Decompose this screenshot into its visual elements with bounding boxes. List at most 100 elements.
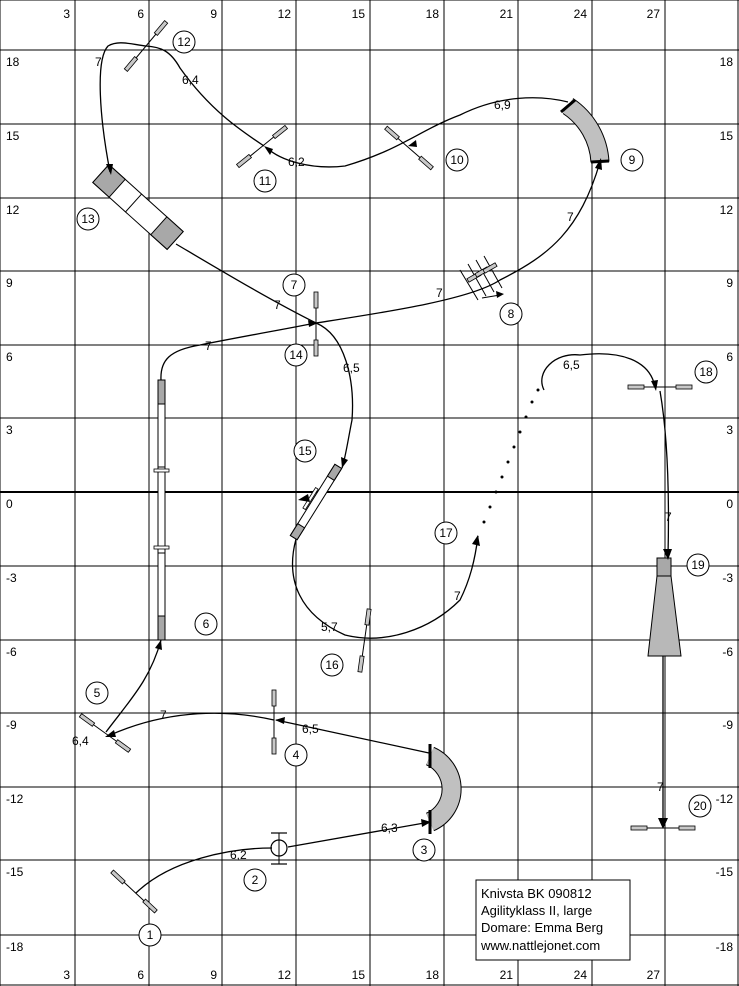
dogwalk-obstacle-6 [153,379,170,641]
y-tick-label: -3 [722,571,733,585]
distance-label: 6,4 [72,734,89,748]
distance-label: 6,5 [343,361,360,375]
obstacles [78,20,696,914]
jump-obstacle-18 [627,384,693,390]
obstacle-number-8: 8 [499,302,523,326]
obstacle-number-12: 12 [172,30,196,54]
x-tick-label: 6 [137,7,144,21]
x-tick-label: 24 [574,7,588,21]
y-tick-label: -6 [6,645,17,659]
obstacle-number-5: 5 [85,681,109,705]
x-tick-label: 24 [574,968,588,982]
jump-obstacle-7-14 [313,291,319,357]
obstacle-number-1: 1 [138,923,162,947]
x-tick-label: 18 [426,968,440,982]
distance-labels: 6,2 6,3 6,5 7 6,4 7 5,7 7 6,5 7 7 6,9 6,… [72,55,672,862]
obstacle-number-10: 10 [445,148,469,172]
x-tick-label: 3 [63,7,70,21]
y-tick-label: 15 [720,129,734,143]
obstacle-number-label: 2 [252,873,259,887]
y-tick-label: -12 [6,792,24,806]
y-tick-label: -15 [6,865,24,879]
obstacle-number-label: 3 [421,843,428,857]
y-tick-label: 9 [6,276,13,290]
y-tick-label: -6 [722,645,733,659]
y-axis-right: 18 15 12 9 6 3 0 -3 -6 -9 -12 -15 -18 [716,55,734,954]
obstacle-number-9: 9 [620,148,644,172]
x-tick-label: 18 [426,7,440,21]
tunnel-obstacle-3 [425,744,462,834]
distance-label: 7 [567,210,574,224]
obstacle-numbers: 1 2 3 4 5 6 7 8 9 10 11 12 13 14 15 16 1… [76,30,718,947]
obstacle-number-label: 4 [293,748,300,762]
distance-label: 6,5 [563,358,580,372]
obstacle-number-6: 6 [194,612,218,636]
y-tick-label: -3 [6,571,17,585]
jump-obstacle-5 [78,713,132,753]
y-tick-label: 0 [6,497,13,511]
y-axis-left: 18 15 12 9 6 3 0 -3 -6 -9 -12 -15 -18 [6,55,24,954]
distance-label: 6,2 [288,155,305,169]
obstacle-number-label: 12 [177,35,191,49]
x-tick-label: 27 [647,7,661,21]
obstacle-number-label: 7 [291,278,298,292]
obstacle-number-15: 15 [293,439,317,463]
obstacle-number-20: 20 [688,794,712,818]
obstacle-number-19: 19 [686,553,710,577]
y-tick-label: -9 [722,718,733,732]
obstacle-number-label: 11 [259,174,272,188]
jump-obstacle-10 [384,125,434,171]
x-tick-label: 21 [500,7,514,21]
obstacle-number-label: 5 [94,686,101,700]
obstacle-number-18: 18 [694,360,718,384]
obstacle-number-label: 14 [289,348,303,362]
x-tick-label: 12 [278,968,292,982]
obstacle-number-13: 13 [76,207,100,231]
chute-obstacle-19 [647,557,682,657]
obstacle-number-2: 2 [243,868,267,892]
obstacle-number-17: 17 [434,521,458,545]
obstacle-number-label: 13 [81,212,95,226]
x-tick-label: 12 [278,7,292,21]
info-line-1: Knivsta BK 090812 [481,886,592,901]
y-tick-label: -15 [716,865,734,879]
y-tick-label: 0 [726,497,733,511]
obstacle-number-7: 7 [282,273,306,297]
x-tick-label: 9 [210,968,217,982]
obstacle-number-4: 4 [284,743,308,767]
jump-obstacle-4 [271,689,277,755]
y-tick-label: -12 [716,792,734,806]
y-tick-label: -9 [6,718,17,732]
aframe-obstacle-15 [289,463,343,541]
obstacle-number-label: 18 [699,365,713,379]
obstacle-number-14: 14 [284,343,308,367]
obstacle-number-label: 20 [693,799,707,813]
x-axis-bottom: 3 6 9 12 15 18 21 24 27 [63,968,660,982]
y-tick-label: 6 [726,350,733,364]
y-tick-label: -18 [716,940,734,954]
obstacle-number-label: 1 [147,928,154,942]
x-tick-label: 27 [647,968,661,982]
x-tick-label: 15 [352,7,366,21]
distance-label: 7 [205,339,212,353]
distance-label: 6,2 [230,848,247,862]
info-line-4: www.nattlejonet.com [480,938,600,953]
obstacle-number-label: 6 [203,617,210,631]
obstacle-number-11: 11 [253,169,277,193]
tire-obstacle-2 [270,832,288,865]
distance-label: 6,4 [182,73,199,87]
x-tick-label: 15 [352,968,366,982]
y-tick-label: -18 [6,940,24,954]
y-tick-label: 3 [726,423,733,437]
obstacle-number-label: 8 [508,307,515,321]
distance-label: 7 [95,55,102,69]
distance-label: 6,5 [302,722,319,736]
distance-label: 6,9 [494,98,511,112]
y-tick-label: 3 [6,423,13,437]
y-tick-label: 9 [726,276,733,290]
distance-label: 7 [160,708,167,722]
obstacle-number-label: 9 [629,153,636,167]
x-tick-label: 3 [63,968,70,982]
